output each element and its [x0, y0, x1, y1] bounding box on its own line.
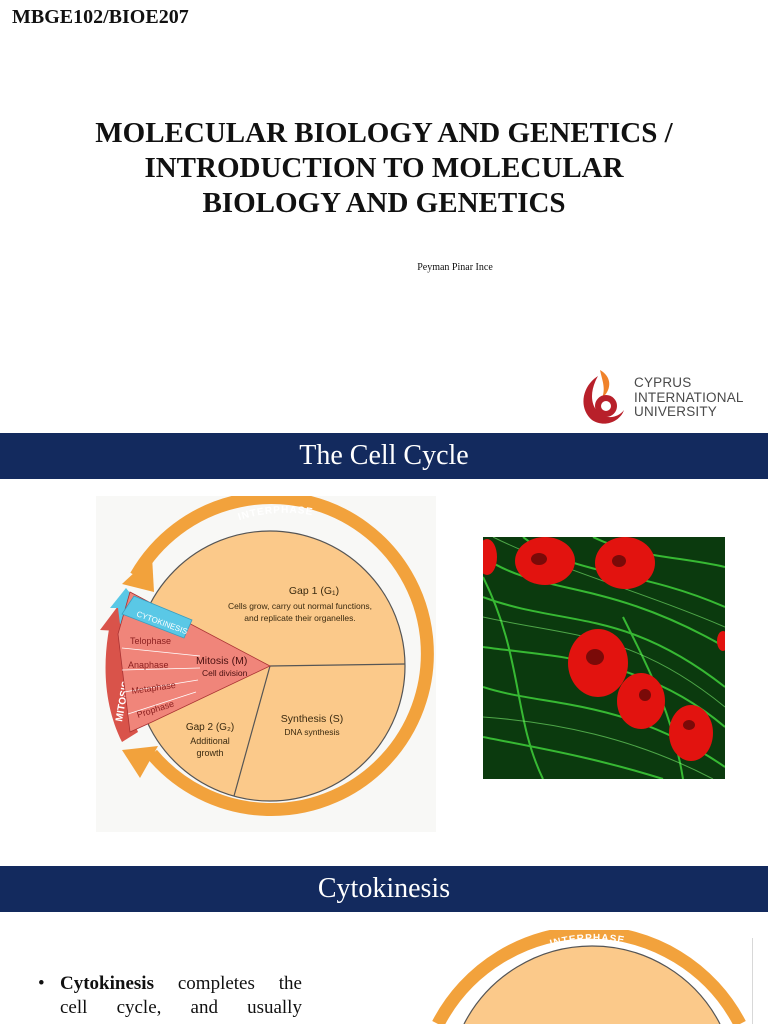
- synthesis-desc: DNA synthesis: [284, 727, 339, 737]
- document-title: MOLECULAR BIOLOGY AND GENETICS / INTRODU…: [95, 117, 673, 219]
- logo-line-international: INTERNATIONAL: [634, 389, 744, 405]
- logo-line-cyprus: CYPRUS: [634, 375, 692, 390]
- g1-desc-line1: Cells grow, carry out normal functions,: [228, 601, 372, 611]
- telophase-label: Telophase: [130, 636, 171, 646]
- bullet-term: Cytokinesis: [60, 973, 154, 994]
- interphase-arrowhead-bottom: [122, 746, 158, 778]
- cytokinesis-segment: [121, 595, 193, 639]
- svg-text:INTERPHASE: INTERPHASE: [237, 505, 314, 523]
- course-code: MBGE102/BIOE207: [12, 6, 189, 28]
- bullet-word: the: [278, 973, 302, 994]
- interphase-arrow-partial: [432, 930, 746, 1024]
- bullet-word: usually: [247, 997, 302, 1018]
- bullet-word: cycle,: [116, 997, 162, 1018]
- mitosis-phase-label: Mitosis (M): [196, 655, 247, 667]
- g1-desc-line2: and replicate their organelles.: [244, 613, 356, 623]
- g2-desc-line1: Additional: [190, 736, 230, 746]
- slide-title-cell-cycle: The Cell Cycle: [0, 433, 768, 479]
- g2-label: Gap 2 (G₂): [186, 722, 234, 733]
- bullet-word: and: [190, 997, 218, 1018]
- bullet-word: completes: [177, 973, 255, 994]
- anaphase-label: Anaphase: [128, 660, 169, 670]
- cell-cycle-pie-partial: [463, 945, 721, 1024]
- divider: [752, 938, 753, 1024]
- cell-cycle-diagram: INTERPHASE MITOSIS CYTOKINESIS Telophase…: [96, 496, 436, 832]
- synthesis-label: Synthesis (S): [281, 713, 343, 725]
- cell-cycle-diagram-partial: INTERPHASE: [432, 930, 746, 1024]
- mitosis-phase-desc: Cell division: [202, 668, 248, 678]
- bullet-dot: •: [38, 973, 45, 994]
- slide-title-cytokinesis: Cytokinesis: [0, 866, 768, 912]
- interphase-label: INTERPHASE: [237, 505, 313, 523]
- author-name: Peyman Pinar Ince: [417, 262, 493, 273]
- interphase-arrow: [130, 496, 434, 817]
- university-logo: CYPRUS INTERNATIONAL UNIVERSITY: [576, 364, 756, 430]
- g1-label: Gap 1 (G₁): [289, 585, 339, 597]
- cytokinesis-bullet: • Cytokinesis completes the cell cycle, …: [38, 972, 302, 1020]
- interphase-arrowhead-top: [122, 556, 154, 592]
- bullet-word: cell: [60, 997, 88, 1018]
- g2-desc-line2: growth: [196, 748, 223, 758]
- logo-line-university: UNIVERSITY: [634, 404, 718, 419]
- university-logo-icon: [583, 370, 624, 424]
- cell-micrograph-image: [483, 537, 725, 779]
